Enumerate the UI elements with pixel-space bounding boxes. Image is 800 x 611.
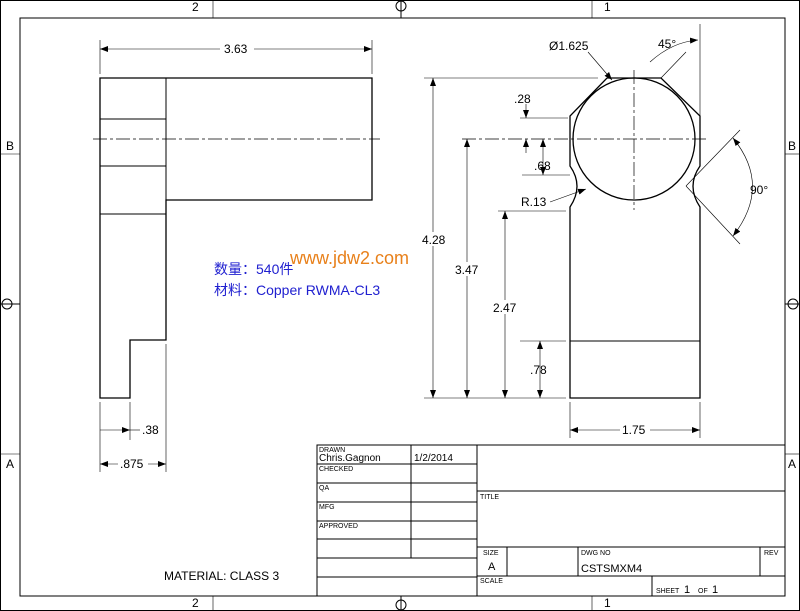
- sheet-label: SHEET: [656, 588, 680, 595]
- quantity-note: 数量：540件: [214, 261, 293, 277]
- material-note: MATERIAL: CLASS 3: [164, 569, 279, 583]
- zone-label-left-b: B: [6, 139, 14, 153]
- drawn-date-value: 1/2/2014: [414, 453, 453, 464]
- zone-label-top-2: 2: [192, 0, 199, 14]
- dim-0-28: .28: [514, 92, 531, 106]
- title-block: [316, 444, 786, 597]
- rev-label: REV: [764, 550, 779, 557]
- dim-diameter: Ø1.625: [549, 39, 589, 53]
- dim-2-47: 2.47: [493, 301, 517, 315]
- side-view: [93, 77, 380, 399]
- dwg-no-value: CSTSMXM4: [581, 563, 642, 575]
- sheet-total: 1: [712, 584, 718, 596]
- dim-4-28: 4.28: [422, 233, 446, 247]
- inner-border: [19, 17, 786, 597]
- zone-label-bottom-1: 1: [604, 596, 611, 610]
- front-view-dimensions: Ø1.625 45° 90° .28 .68 R.13 4.28 3.47 2.: [422, 24, 768, 438]
- material-note-cn: 材料：Copper RWMA-CL3: [214, 282, 380, 298]
- sheet-number: 1: [684, 584, 690, 596]
- title-label: TITLE: [480, 494, 499, 501]
- approved-label: APPROVED: [319, 523, 358, 530]
- dim-3-63: 3.63: [224, 42, 248, 56]
- qa-label: QA: [319, 485, 329, 492]
- centering-mark-right: [785, 298, 800, 310]
- dim-0-78: .78: [530, 363, 547, 377]
- zone-label-bottom-2: 2: [192, 596, 199, 610]
- dim-3-47: 3.47: [455, 263, 479, 277]
- zone-label-left-a: A: [6, 457, 14, 471]
- dwg-no-label: DWG NO: [581, 550, 611, 557]
- dim-radius: R.13: [521, 195, 547, 209]
- front-view: [424, 70, 708, 399]
- zone-label-right-a: A: [788, 457, 796, 471]
- of-label: OF: [698, 588, 708, 595]
- centering-mark-left: [0, 298, 20, 310]
- mfg-label: MFG: [319, 504, 335, 511]
- dim-0-68: .68: [534, 159, 551, 173]
- scale-label: SCALE: [480, 578, 503, 585]
- dim-45-deg: 45°: [658, 37, 676, 51]
- size-label: SIZE: [483, 550, 499, 557]
- checked-label: CHECKED: [319, 466, 353, 473]
- watermark: www.jdw2.com: [289, 248, 409, 268]
- dim-0-38: .38: [142, 423, 159, 437]
- side-view-dimensions: 3.63 .38 .875: [99, 40, 373, 472]
- drawn-label: DRAWN: [319, 447, 345, 454]
- zone-label-top-1: 1: [604, 0, 611, 14]
- dim-1-75: 1.75: [622, 423, 646, 437]
- dim-90-deg: 90°: [750, 183, 768, 197]
- size-value: A: [488, 561, 496, 573]
- centering-mark-bottom: [395, 596, 407, 611]
- drawn-by-value: Chris.Gagnon: [319, 453, 381, 464]
- zone-label-right-b: B: [788, 139, 796, 153]
- dim-0-875: .875: [120, 457, 144, 471]
- centering-mark-top: [395, 0, 407, 18]
